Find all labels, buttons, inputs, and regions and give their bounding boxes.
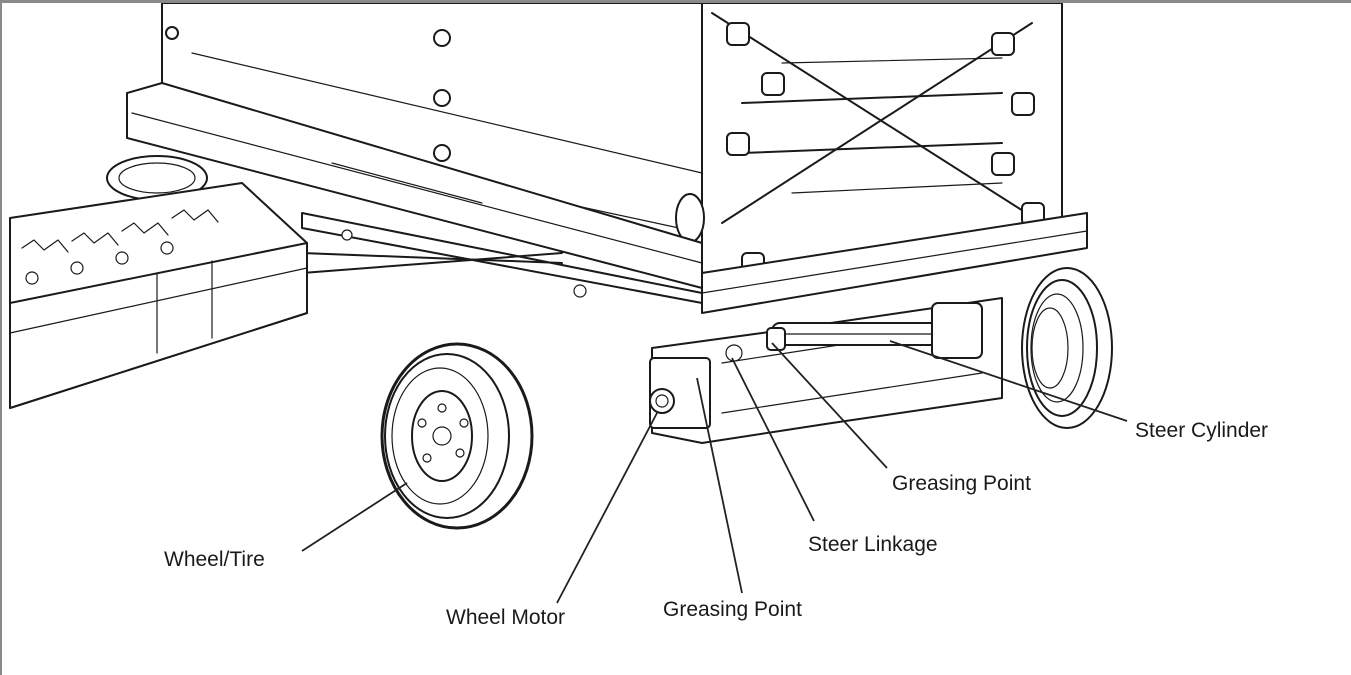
leader-steer-cylinder <box>889 340 1128 422</box>
platform-beam <box>126 82 703 289</box>
steer-axle <box>649 297 1003 444</box>
leader-greasing-point-lower <box>696 377 743 594</box>
leader-steer-linkage <box>731 357 815 522</box>
detached-wheel <box>380 342 534 530</box>
leader-lines <box>301 340 1128 604</box>
callout-steer-linkage: Steer Linkage <box>808 533 938 556</box>
callout-steer-cylinder: Steer Cylinder <box>1135 419 1269 442</box>
right-front-wheel <box>1021 267 1113 429</box>
callout-wheel-tire: Wheel/Tire <box>164 548 265 571</box>
leader-wheel-tire <box>301 482 408 552</box>
leader-wheel-motor <box>556 412 658 604</box>
callout-greasing-point-lower: Greasing Point <box>663 598 802 621</box>
leader-greasing-point-upper <box>771 342 888 469</box>
callout-greasing-point-upper: Greasing Point <box>892 472 1031 495</box>
callout-wheel-motor: Wheel Motor <box>446 606 566 629</box>
chassis-frame <box>301 212 1088 314</box>
scissor-arms <box>675 3 1063 276</box>
scissor-lift-drawing <box>9 3 1128 604</box>
scissor-stack <box>161 3 703 254</box>
battery-tray <box>9 182 308 409</box>
